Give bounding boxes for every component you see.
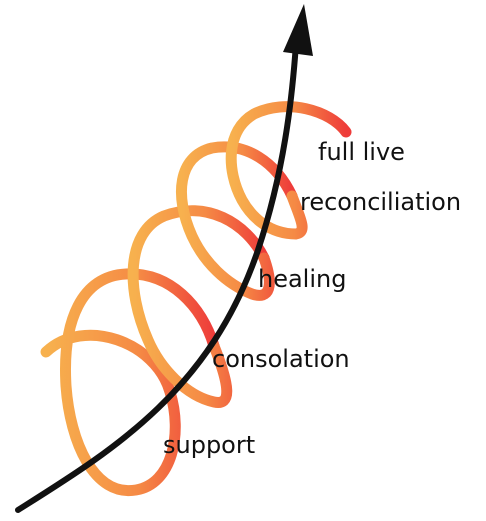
arrowhead-icon xyxy=(283,4,313,56)
spiral-coil-2 xyxy=(127,205,270,408)
stage-label-healing: healing xyxy=(258,265,346,293)
growth-arrow-shaft xyxy=(15,41,299,513)
stage-label-support: support xyxy=(163,431,255,459)
stage-label-consolation: consolation xyxy=(212,345,350,373)
stage-label-full-live: full live xyxy=(318,138,405,166)
spiral-coil-4 xyxy=(225,101,352,240)
stage-label-reconciliation: reconciliation xyxy=(300,188,461,216)
spiral-coil-3 xyxy=(175,141,298,301)
